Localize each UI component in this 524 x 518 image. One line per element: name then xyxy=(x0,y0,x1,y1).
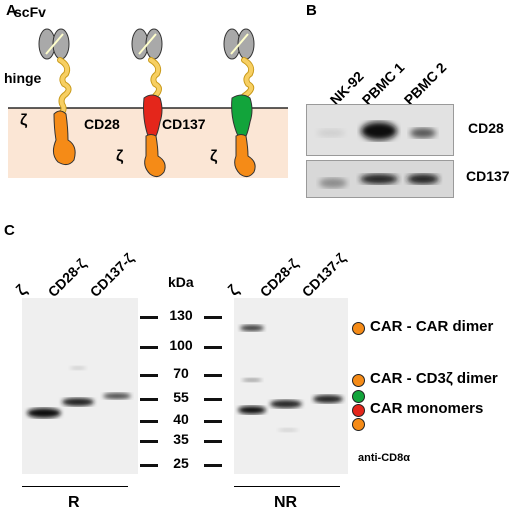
car-construct-diagram xyxy=(8,28,288,178)
blot-reducing xyxy=(22,298,138,474)
marker-line-40 xyxy=(140,420,158,423)
marker-label-40: 40 xyxy=(173,411,189,427)
reducing-label: R xyxy=(68,494,80,511)
zeta-domain xyxy=(144,134,166,178)
zeta-label: ζ xyxy=(20,112,28,129)
blot-cd137 xyxy=(306,160,454,198)
car-cd28-zeta-construct xyxy=(131,28,166,178)
lane-label-nr-cd28-zeta: CD28-ζ xyxy=(256,255,302,300)
lane-label-r-cd137-zeta: CD137-ζ xyxy=(86,250,137,300)
band-nr-zeta xyxy=(238,406,266,414)
band-pbmc1-cd137 xyxy=(360,174,398,184)
band-pbmc2-cd137 xyxy=(407,174,439,184)
panel-a-letter: A xyxy=(6,2,17,19)
cd137-domain xyxy=(231,94,253,138)
lane-label-pbmc1: PBMC 1 xyxy=(358,59,408,108)
marker-label-25: 25 xyxy=(173,455,189,471)
legend-text-car-car-dimer: CAR - CAR dimer xyxy=(370,318,494,335)
marker-line-100 xyxy=(204,346,222,349)
marker-line-25 xyxy=(204,464,222,467)
lane-label-nr-cd137-zeta: CD137-ζ xyxy=(298,250,349,300)
car-cd137-zeta-construct xyxy=(223,28,256,178)
band-pbmc1-cd28 xyxy=(361,122,397,140)
kda-label: kDa xyxy=(168,274,194,290)
marker-line-130 xyxy=(140,316,158,319)
zeta-domain xyxy=(234,134,256,178)
legend-text-car-monomers: CAR monomers xyxy=(370,400,484,417)
band-r-cd137-zeta xyxy=(103,393,131,399)
marker-line-35 xyxy=(140,440,158,443)
nonreducing-label: NR xyxy=(274,494,298,511)
lane-label-nk92: NK-92 xyxy=(326,68,367,108)
legend-dot-car-monomers-orange xyxy=(352,418,365,431)
band-r-cd28-zeta xyxy=(62,398,94,406)
legend-text-car-cd3z-dimer: CAR - CD3ζ dimer xyxy=(370,370,498,387)
marker-line-35 xyxy=(204,440,222,443)
antibody-label: anti-CD8α xyxy=(358,452,410,464)
band-nk92-cd28 xyxy=(317,129,345,137)
marker-label-130: 130 xyxy=(169,307,193,323)
zeta-label: ζ xyxy=(116,148,124,165)
band-pbmc2-cd28 xyxy=(410,128,436,138)
marker-label-55: 55 xyxy=(173,389,189,405)
lane-label-r-cd28-zeta: CD28-ζ xyxy=(44,255,90,300)
panel-c-letter: C xyxy=(4,222,15,239)
cd137-label: CD137 xyxy=(162,116,206,132)
legend-dot-car-car-dimer xyxy=(352,322,365,335)
hinge-label: hinge xyxy=(4,70,42,86)
zeta-label: ζ xyxy=(210,148,218,165)
band-nk92-cd137 xyxy=(319,178,347,188)
marker-line-130 xyxy=(204,316,222,319)
blot-nonreducing xyxy=(234,298,348,474)
legend-dot-car-cd3z-dimer xyxy=(352,374,365,387)
blot-cd28 xyxy=(306,104,454,156)
marker-label-100: 100 xyxy=(169,337,193,353)
marker-line-100 xyxy=(140,346,158,349)
legend-dot-car-monomers-green xyxy=(352,390,365,403)
nonreducing-underline xyxy=(234,486,340,487)
marker-label-35: 35 xyxy=(173,431,189,447)
zeta-domain xyxy=(52,110,76,166)
band-nr-zeta-dimer xyxy=(240,325,264,331)
marker-line-70 xyxy=(204,374,222,377)
marker-label-70: 70 xyxy=(173,365,189,381)
marker-line-40 xyxy=(204,420,222,423)
cd28-domain xyxy=(143,94,163,138)
band-r-zeta xyxy=(27,408,61,418)
reducing-underline xyxy=(22,486,128,487)
lane-label-pbmc2: PBMC 2 xyxy=(400,59,450,108)
cd28-label: CD28 xyxy=(84,116,120,132)
panel-b-letter: B xyxy=(306,2,317,19)
scfv-label: scFv xyxy=(14,4,46,20)
marker-line-25 xyxy=(140,464,158,467)
band-nr-cd137-zeta xyxy=(313,395,343,403)
marker-line-55 xyxy=(204,398,222,401)
marker-line-55 xyxy=(140,398,158,401)
car-zeta-construct xyxy=(38,28,76,166)
marker-line-70 xyxy=(140,374,158,377)
row-label-cd137: CD137 xyxy=(466,168,510,184)
row-label-cd28: CD28 xyxy=(468,120,504,136)
band-nr-cd28-zeta xyxy=(270,400,302,408)
legend-dot-car-monomers-red xyxy=(352,404,365,417)
